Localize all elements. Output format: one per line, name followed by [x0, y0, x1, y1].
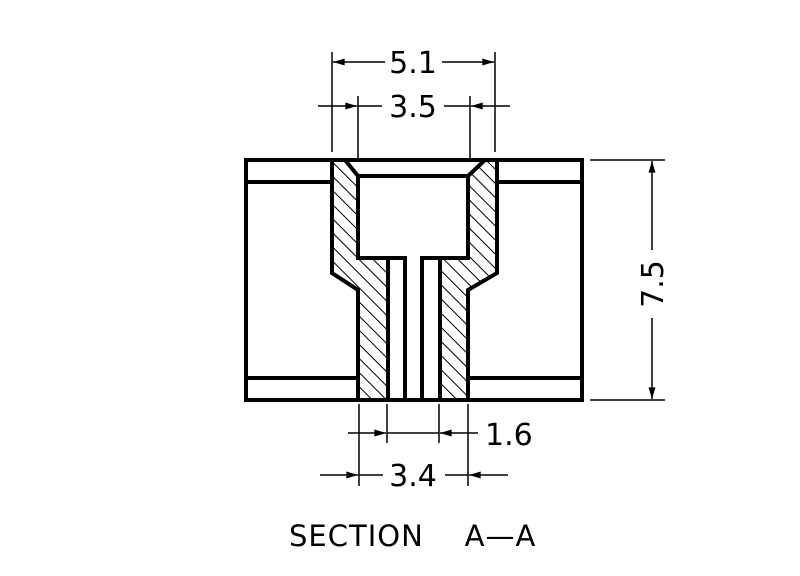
- dimension-label-1-6: 1.6: [485, 418, 533, 453]
- section-caption: SECTION A—A: [289, 519, 536, 553]
- dimension-label-7-5: 7.5: [636, 260, 671, 308]
- dimension-3-5: [318, 96, 510, 158]
- dimension-1-6: [348, 404, 478, 443]
- dimension-7-5: [590, 159, 665, 401]
- dimension-label-3-4: 3.4: [389, 459, 437, 494]
- inner-cavity: [358, 174, 468, 400]
- dimension-3-4: [320, 404, 508, 486]
- outer-body: [244, 158, 584, 402]
- dimension-5-1: [331, 52, 496, 152]
- dimension-label-5-1: 5.1: [389, 46, 437, 81]
- dimension-label-3-5: 3.5: [389, 90, 437, 125]
- hatched-section-left: [330, 158, 390, 402]
- hatched-section-right: [438, 158, 499, 402]
